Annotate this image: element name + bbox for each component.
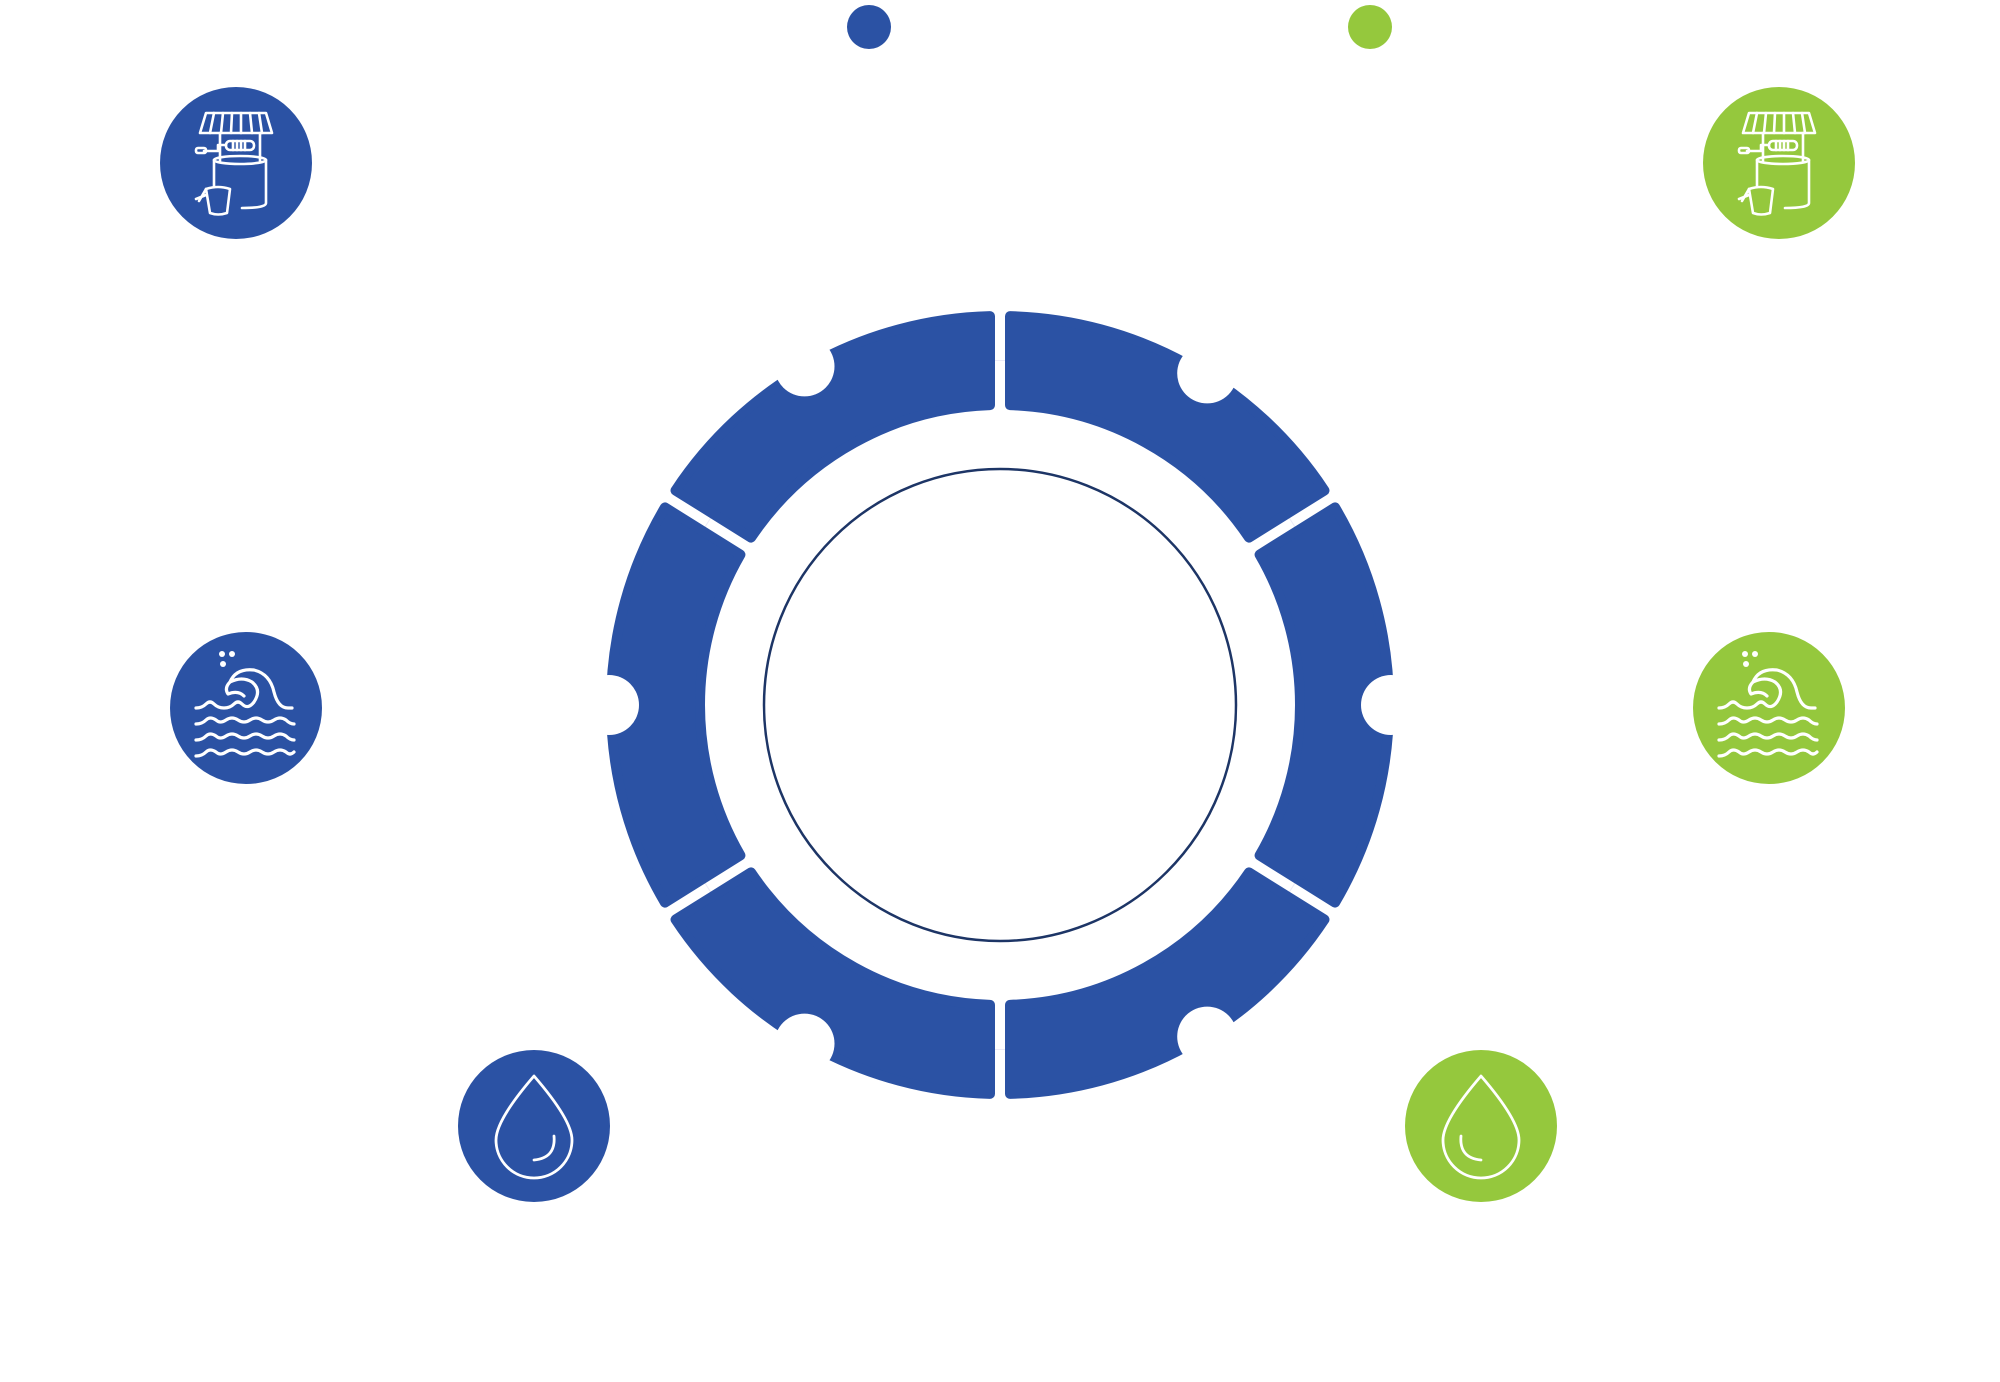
legend-dot-blue [847, 5, 891, 49]
ring-notch [774, 1013, 835, 1074]
ring-connector [1286, 878, 1298, 897]
left-icon-waves [170, 632, 322, 784]
ring-segment [606, 502, 746, 908]
right-icon-drop [1405, 1050, 1557, 1202]
ring-connector [1286, 513, 1298, 532]
ring-notch [1177, 343, 1238, 404]
left-icon-drop [458, 1050, 610, 1202]
ring-notch [1361, 675, 1421, 735]
ring-segment [1005, 311, 1330, 543]
ring-segment [670, 867, 995, 1099]
ring-segment [1005, 867, 1330, 1099]
ring-connector [702, 513, 714, 532]
legend-dot-green [1348, 5, 1392, 49]
ring-notch [579, 675, 639, 735]
center-circle [762, 467, 1238, 943]
ring-notch [1177, 1006, 1238, 1067]
left-icon-well [160, 87, 312, 239]
ring-segment [670, 311, 995, 543]
right-icon-waves [1693, 632, 1845, 784]
right-icon-well [1703, 87, 1855, 239]
ring-notch [774, 336, 835, 397]
ring-connector [702, 878, 714, 897]
ring-segment [1254, 502, 1394, 908]
